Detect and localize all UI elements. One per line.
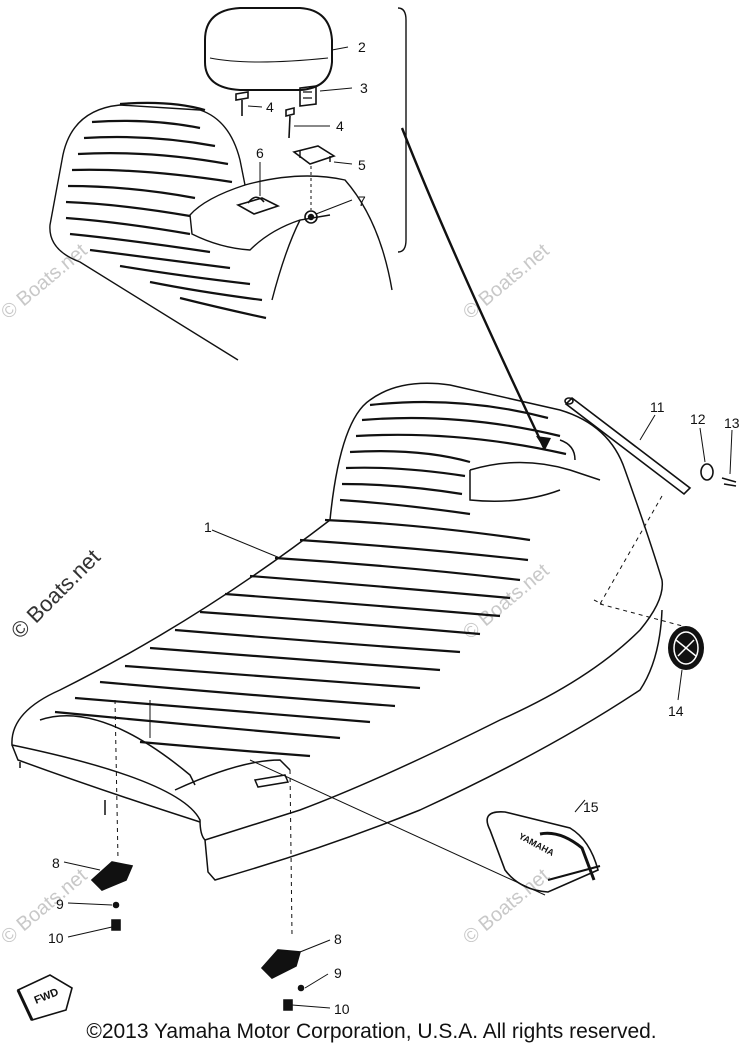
watermark-top-left: © Boats.net [0,239,92,323]
part-1-seat [11,382,664,936]
pouch-emblem-text: YAMAHA [517,831,556,858]
callout-15: 15 [583,799,599,815]
part-9-washer-center [297,984,305,992]
part-12-washer [699,427,714,481]
callout-1: 1 [204,519,212,535]
callout-2: 2 [358,39,366,55]
watermark-top-right: © Boats.net [459,239,554,323]
callout-labels: 2 3 4 4 6 5 7 1 11 12 13 14 15 8 9 10 8 … [48,39,740,1017]
callout-10a: 10 [48,930,64,946]
part-4-bolts [235,91,295,139]
part-10-bolt-left [111,919,121,931]
watermark-left-prominent: © Boats.net [6,544,105,643]
callout-13: 13 [724,415,740,431]
callout-8a: 8 [52,855,60,871]
watermark-bottom-left: © Boats.net [0,864,92,948]
part-14-emblem [668,626,704,701]
inset-seat-outline [61,104,393,291]
fwd-label: FWD [33,986,61,1007]
part-6-mount-bracket [235,197,281,215]
seat-ribs [54,400,567,758]
watermark-mid-right: © Boats.net [459,559,554,643]
left-mount-cluster [63,861,134,938]
callout-12: 12 [690,411,706,427]
part-13-cotter-pin [721,429,737,487]
center-mount-cluster [260,939,331,1011]
part-7-nut [304,210,318,224]
inset-backrest-detail [49,7,407,361]
callout-4a: 4 [266,99,274,115]
callout-8b: 8 [334,931,342,947]
rod-dashed-guides [593,495,691,629]
inset-bracket [397,7,407,253]
callout-3: 3 [360,80,368,96]
callout-14: 14 [668,703,684,719]
assembly-arrow [400,127,551,451]
inset-seat-ribs [65,101,267,320]
part-8-bracket-center [260,949,302,979]
part-3-hinge [299,85,317,107]
callout-11: 11 [650,399,665,415]
part-5-clamp [292,145,336,165]
part-11-rod [564,396,692,496]
part-10-bolt-center [283,999,293,1011]
callout-6: 6 [256,145,264,161]
callout-9a: 9 [56,896,64,912]
callout-7: 7 [358,193,366,209]
callout-4b: 4 [336,118,344,134]
part-9-washer-left [112,901,120,909]
copyright-footer: ©2013 Yamaha Motor Corporation, U.S.A. A… [86,1020,657,1043]
callout-10b: 10 [334,1001,350,1017]
fwd-direction-marker: FWD [16,974,73,1021]
callout-5: 5 [358,157,366,173]
part-8-bracket-left [90,861,134,891]
callout-9b: 9 [334,965,342,981]
part-2-backrest-pad [204,7,333,91]
